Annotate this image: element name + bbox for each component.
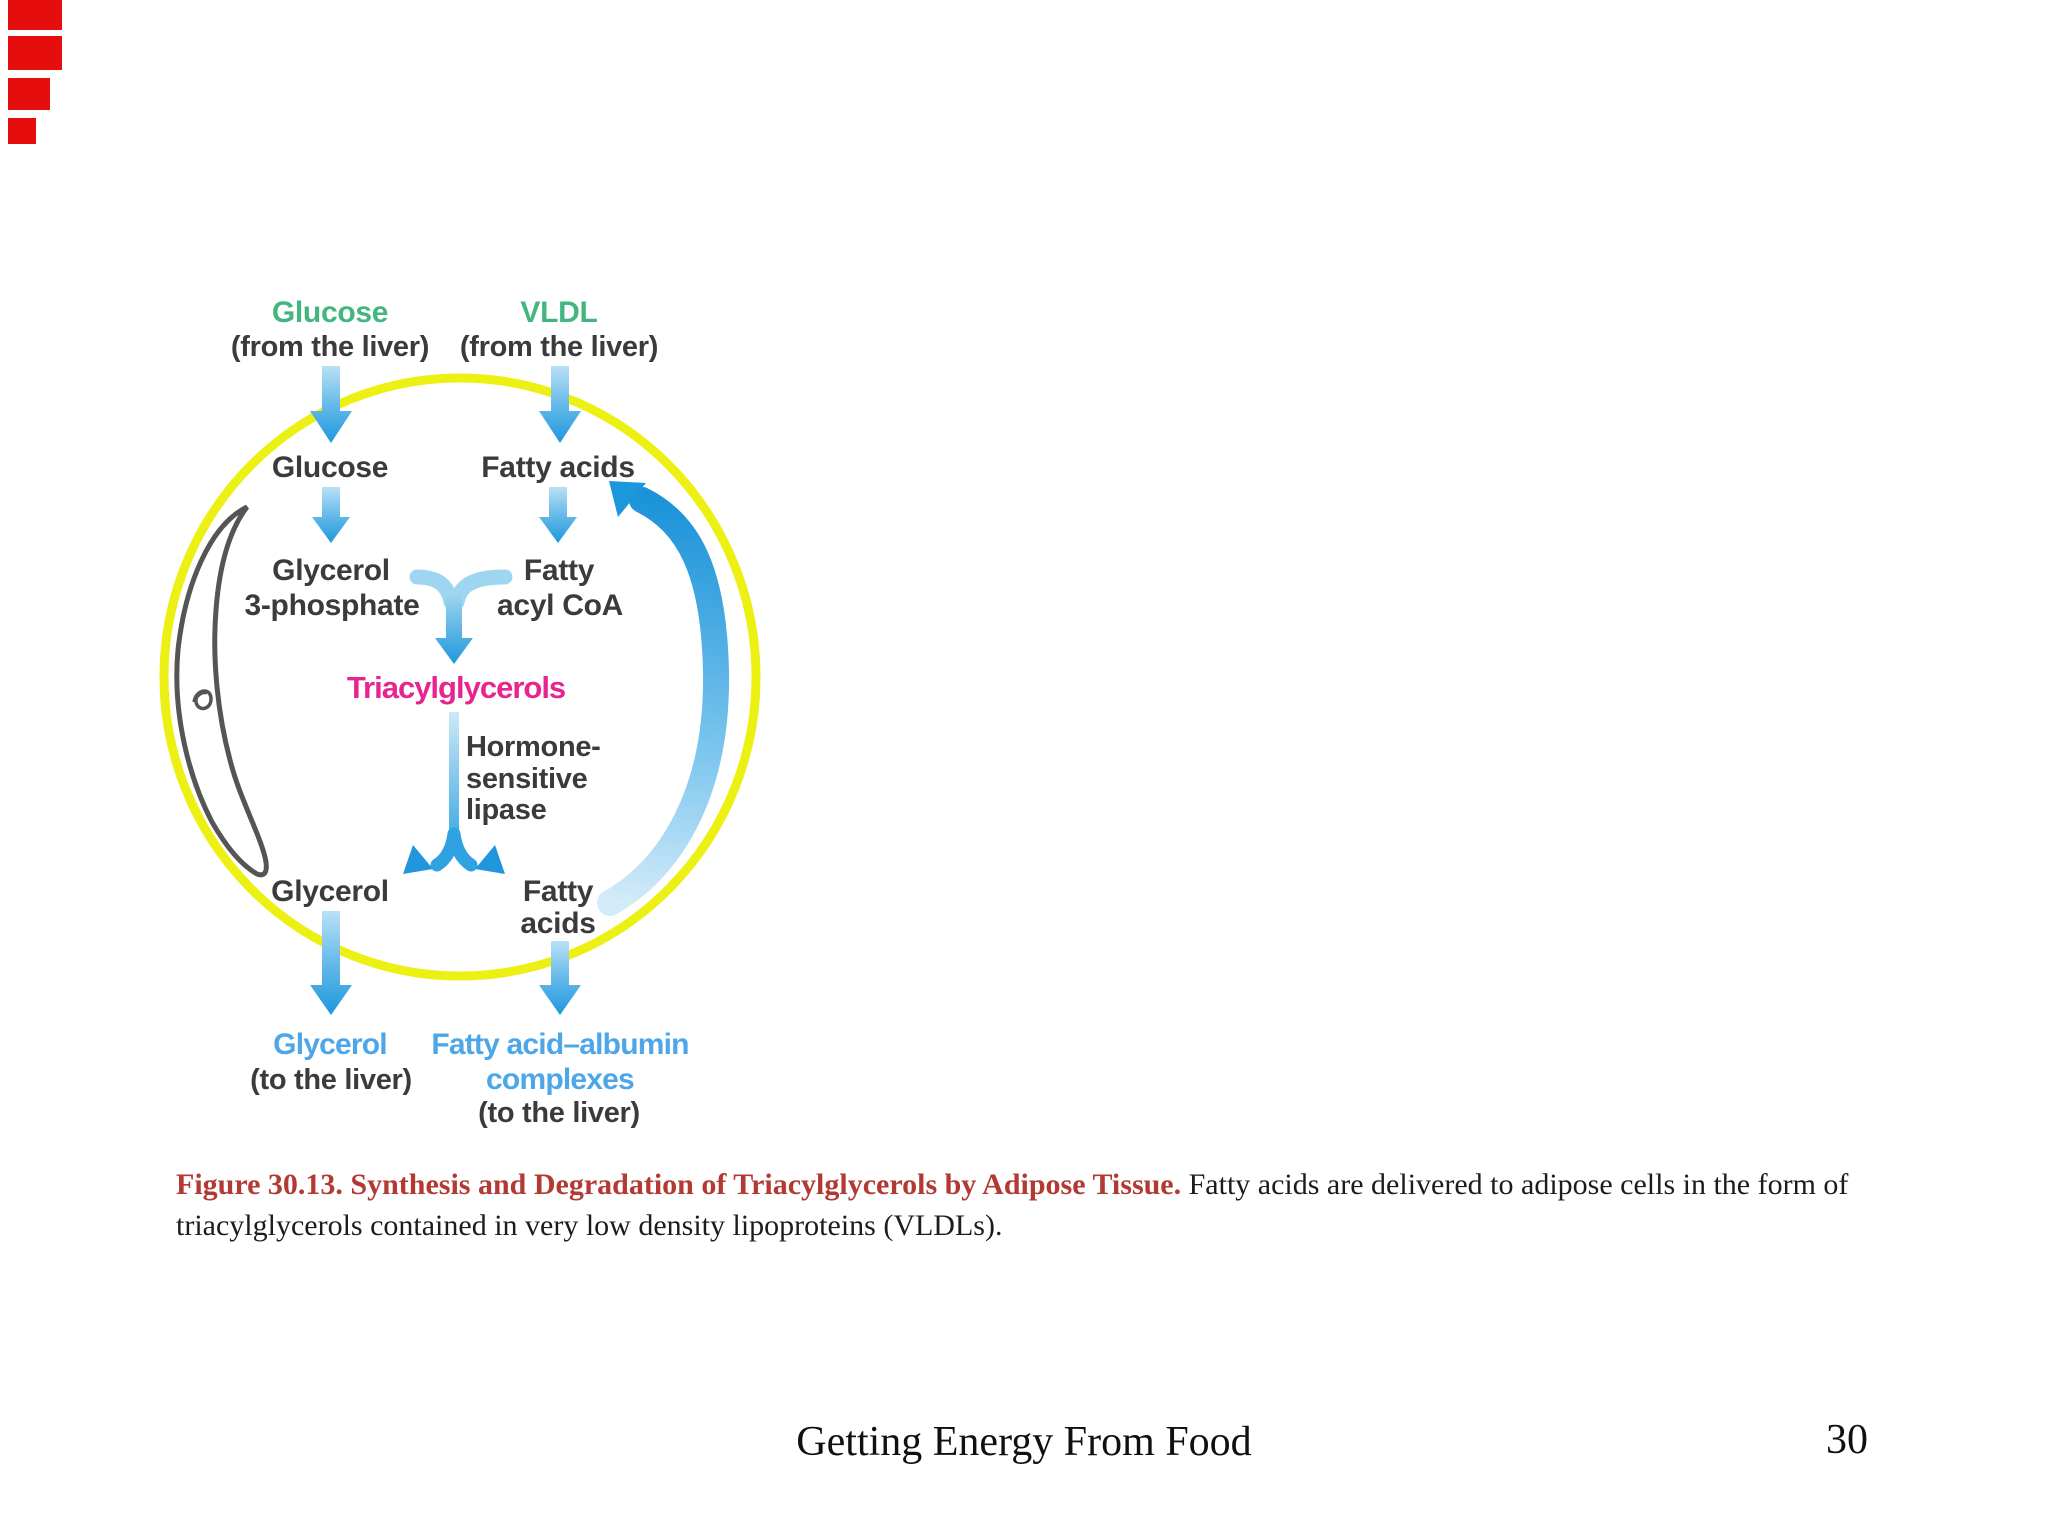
fatty-acid-recycle-arrowhead [609, 481, 646, 517]
label-hsl-line3: lipase [466, 794, 547, 826]
scan-artifact-block [8, 0, 62, 30]
lipase-arrowhead-left [403, 845, 433, 874]
label-hsl-line1: Hormone- [466, 731, 601, 763]
label-glycerol-3-phosphate-line2: 3-phosphate [244, 589, 419, 622]
synthesis-merge-arm-left [409, 569, 459, 610]
adipose-cell-membrane [159, 373, 761, 981]
label-fa-albumin-sub: (to the liver) [478, 1097, 640, 1129]
label-fatty-acids-product-line1: Fatty [523, 875, 594, 908]
arrow-glycerol-export [310, 911, 352, 1015]
figure-caption-label: Figure 30.13. Synthesis and Degradation … [176, 1168, 1182, 1201]
arrow-glucose-entry [310, 366, 352, 443]
lipase-branch-right [447, 827, 478, 872]
label-fatty-acyl-coa-line2: acyl CoA [497, 589, 623, 622]
label-fa-albumin-line2: complexes [486, 1063, 634, 1096]
label-glucose-internal: Glucose [272, 451, 388, 484]
scan-artifact-block [8, 118, 36, 144]
figure-caption-body: Fatty acids are delivered to adipose cel… [176, 1168, 1849, 1242]
label-fatty-acyl-coa-line1: Fatty [524, 554, 595, 587]
arrow-fattyacid-export [539, 941, 581, 1015]
scan-artifact-block [8, 78, 50, 110]
label-triacylglycerols: Triacylglycerols [347, 670, 565, 705]
label-glycerol-product: Glycerol [271, 875, 389, 908]
label-glucose-source-sub: (from the liver) [231, 331, 429, 363]
label-glycerol-export: Glycerol [273, 1028, 387, 1061]
label-vldl-source-sub: (from the liver) [460, 331, 658, 363]
label-fa-albumin-line1: Fatty acid–albumin [431, 1028, 688, 1061]
synthesis-merge-stem [435, 596, 473, 664]
arrow-fattyacids-to-acylcoa [539, 487, 577, 543]
figure-caption: Figure 30.13. Synthesis and Degradation … [176, 1164, 1921, 1246]
footer-title: Getting Energy From Food [796, 1419, 1252, 1465]
label-vldl-source: VLDL [520, 296, 597, 329]
lipase-arrow-shaft [449, 712, 459, 836]
scan-artifact-block [8, 36, 62, 70]
organelle-squiggle [192, 689, 213, 711]
label-glycerol-3-phosphate-line1: Glycerol [272, 554, 390, 587]
label-fatty-acids-product-line2: acids [520, 907, 595, 940]
label-glucose-source: Glucose [272, 296, 388, 329]
fatty-acid-recycle-arrow [597, 487, 730, 916]
label-glycerol-export-sub: (to the liver) [250, 1064, 412, 1096]
lipase-arrowhead-right [475, 845, 505, 874]
label-fatty-acids-internal: Fatty acids [481, 451, 634, 484]
arrow-glucose-to-glycerol3p [312, 487, 350, 543]
page-number: 30 [1826, 1417, 1868, 1463]
organelle-outline [174, 504, 269, 878]
label-hsl-line2: sensitive [466, 763, 588, 795]
arrow-vldl-entry [539, 366, 581, 443]
